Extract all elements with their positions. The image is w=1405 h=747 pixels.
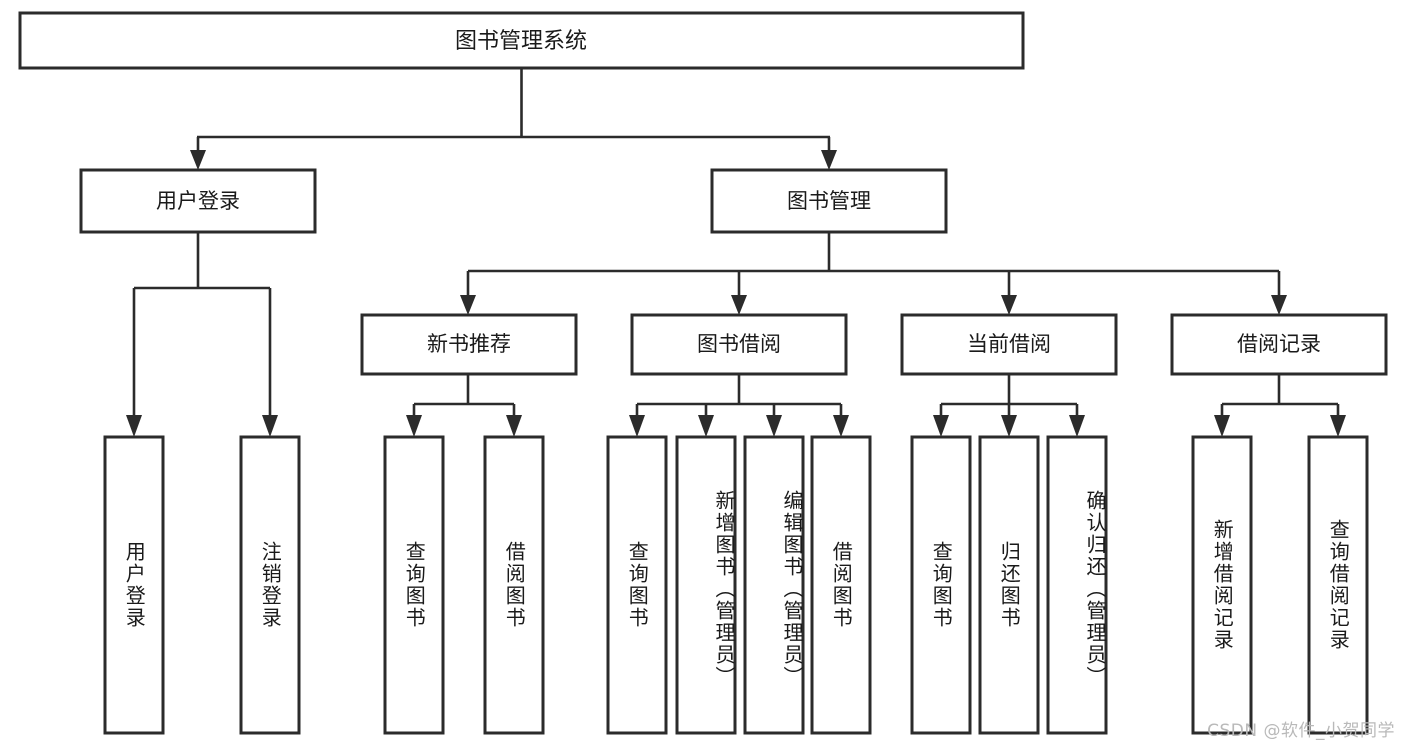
connector-root-to-level1 <box>190 68 837 170</box>
node-new-book-recommend-label: 新书推荐 <box>427 332 511 356</box>
node-borrow-record[interactable]: 借阅记录 <box>1170 313 1388 376</box>
node-book-manage[interactable]: 图书管理 <box>710 168 948 234</box>
node-root[interactable]: 图书管理系统 <box>18 11 1025 70</box>
connector-borrowrecord-to-leaves <box>1214 374 1346 437</box>
leaf-box-user-login[interactable] <box>103 435 165 735</box>
node-book-borrow[interactable]: 图书借阅 <box>630 313 848 376</box>
node-current-borrow[interactable]: 当前借阅 <box>900 313 1118 376</box>
connector-bookmanage-to-level2 <box>460 232 1287 315</box>
node-book-borrow-label: 图书借阅 <box>697 332 781 356</box>
connector-currentborrow-to-leaves <box>933 374 1085 437</box>
leaf-box-query-record[interactable] <box>1307 435 1369 735</box>
node-current-borrow-label: 当前借阅 <box>967 332 1051 356</box>
leaf-box-add-book[interactable] <box>675 435 737 735</box>
node-root-label: 图书管理系统 <box>455 29 587 54</box>
connector-userlogin-to-leaves <box>126 232 278 437</box>
leaf-box-query-book-3[interactable] <box>910 435 972 735</box>
csdn-watermark: CSDN @软件_小贺同学 <box>1207 721 1395 741</box>
leaf-box-edit-book[interactable] <box>743 435 805 735</box>
leaf-box-confirm-return[interactable] <box>1046 435 1108 735</box>
node-book-manage-label: 图书管理 <box>787 189 871 213</box>
connector-bookborrow-to-leaves <box>629 374 849 437</box>
node-user-login-label: 用户登录 <box>156 189 240 213</box>
leaf-box-query-book-1[interactable] <box>383 435 445 735</box>
node-borrow-record-label: 借阅记录 <box>1237 332 1321 356</box>
leaf-box-logout-login[interactable] <box>239 435 301 735</box>
leaf-boxes <box>103 435 1369 735</box>
leaf-box-borrow-book-1[interactable] <box>483 435 545 735</box>
connector-newbook-to-leaves <box>406 374 522 437</box>
node-user-login[interactable]: 用户登录 <box>79 168 317 234</box>
node-new-book-recommend[interactable]: 新书推荐 <box>360 313 578 376</box>
leaf-box-add-record[interactable] <box>1191 435 1253 735</box>
leaf-box-borrow-book-2[interactable] <box>810 435 872 735</box>
leaf-box-return-book[interactable] <box>978 435 1040 735</box>
leaf-box-query-book-2[interactable] <box>606 435 668 735</box>
